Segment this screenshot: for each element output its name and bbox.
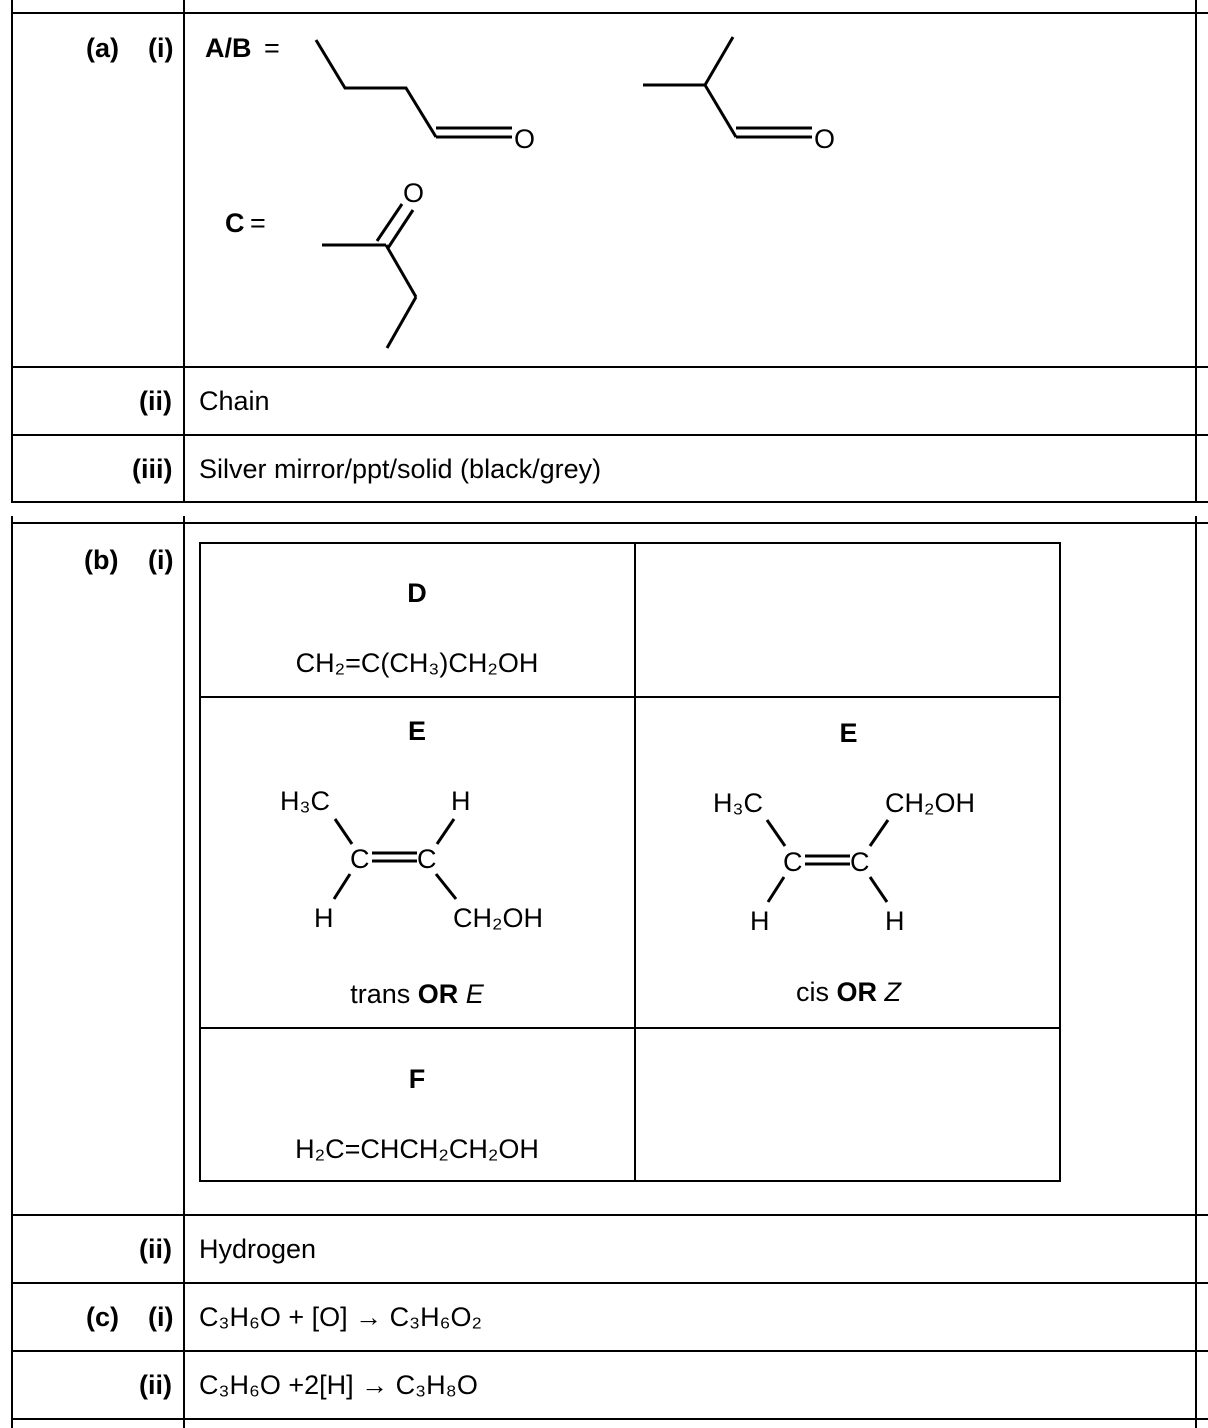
carbon-atom: C — [417, 844, 437, 874]
caption-e: E — [465, 979, 484, 1009]
table-border-left-bottom — [11, 516, 13, 1428]
isomer-d-letter: D — [407, 578, 427, 608]
part-c-i-answer: C₃H₆O + [O] → C₃H₆O₂ — [199, 1302, 483, 1332]
ab-label: A/B — [205, 33, 252, 63]
hydrogen-atom: H — [314, 903, 334, 933]
table-divider-bottom — [183, 516, 185, 1428]
row-line — [11, 1418, 1208, 1420]
hydroxymethyl-group: CH₂OH — [885, 788, 975, 818]
carbon-atom: C — [850, 847, 870, 877]
isomer-e-cis-letter: E — [839, 718, 858, 748]
table-divider-top — [183, 0, 185, 503]
part-a-label: (a) — [86, 33, 119, 63]
isomer-grid-row-line — [199, 696, 1061, 698]
carbon-atom: C — [783, 847, 803, 877]
row-line — [11, 1350, 1208, 1352]
isomer-grid — [199, 542, 1061, 1182]
hydroxymethyl-group: CH₂OH — [453, 903, 543, 933]
ab-equals: = — [264, 33, 280, 63]
part-b-label: (b) — [84, 545, 119, 575]
part-a-iii-label: (iii) — [132, 454, 173, 484]
table-border-right-bottom — [1195, 516, 1197, 1428]
oxygen-atom: O — [403, 178, 424, 208]
part-c-label: (c) — [86, 1302, 119, 1332]
isomer-e-trans-letter: E — [407, 716, 426, 746]
caption-or: OR — [417, 979, 459, 1009]
row-line — [11, 434, 1208, 436]
hydrogen-atom: H — [885, 906, 905, 936]
isomer-grid-divider — [634, 542, 636, 1182]
e-cis-caption: cis OR Z — [636, 977, 1061, 1008]
part-a-ii-label: (ii) — [139, 386, 172, 416]
part-a-iii-answer: Silver mirror/ppt/solid (black/grey) — [199, 454, 602, 484]
row-line — [11, 1282, 1208, 1284]
part-b-ii-label: (ii) — [139, 1234, 172, 1264]
row-line — [11, 12, 1208, 14]
table-border-left-top — [11, 0, 13, 503]
c-label: C — [225, 208, 245, 238]
caption-z: Z — [884, 977, 902, 1007]
butanone-structure: O — [322, 178, 424, 349]
row-line — [11, 366, 1208, 368]
isomer-f-letter: F — [408, 1064, 426, 1094]
isomer-d-formula: CH₂=C(CH₃)CH₂OH — [295, 648, 539, 678]
hydrogen-atom: H — [750, 906, 770, 936]
methyl-group: H₃C — [713, 788, 763, 818]
part-a-i-label: (i) — [148, 33, 174, 63]
part-a-ii-answer: Chain — [199, 386, 270, 416]
caption-or: OR — [836, 977, 878, 1007]
caption-cis: cis — [795, 977, 829, 1007]
methyl-group: H₃C — [280, 786, 330, 816]
oxygen-atom: O — [814, 124, 835, 154]
butanal-structure: O — [314, 39, 535, 154]
oxygen-atom: O — [514, 124, 535, 154]
caption-trans: trans — [350, 979, 411, 1009]
isomer-f-formula: H₂C=CHCH₂CH₂OH — [295, 1134, 539, 1164]
isomer-grid-row-line — [199, 1027, 1061, 1029]
part-c-i-label: (i) — [148, 1302, 174, 1332]
table-border-right-top — [1195, 0, 1197, 503]
methylpropanal-structure: O — [643, 36, 835, 154]
part-b-ii-answer: Hydrogen — [199, 1234, 317, 1264]
e-trans-caption: trans OR E — [199, 979, 635, 1010]
hydrogen-atom: H — [451, 786, 471, 816]
row-line — [11, 522, 1208, 524]
part-c-ii-answer: C₃H₆O +2[H] → C₃H₈O — [199, 1370, 478, 1400]
part-c-ii-label: (ii) — [139, 1370, 172, 1400]
part-b-i-label: (i) — [148, 545, 174, 575]
c-equals: = — [250, 208, 266, 238]
row-line — [11, 501, 1208, 503]
row-line — [11, 1214, 1208, 1216]
carbon-atom: C — [350, 844, 370, 874]
